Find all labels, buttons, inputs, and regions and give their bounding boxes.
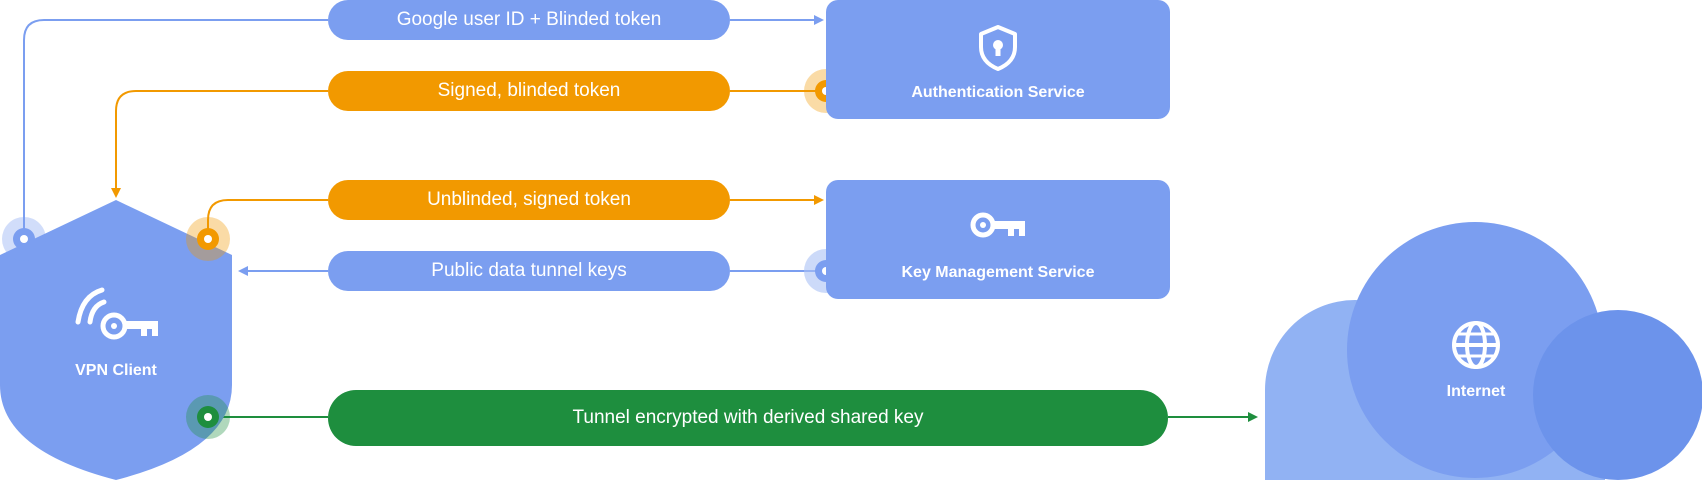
message-user-id-blinded-token: Google user ID + Blinded token — [328, 0, 730, 40]
globe-icon — [1451, 320, 1501, 375]
connector-unblinded — [207, 199, 328, 238]
endpoint-client-blue — [2, 217, 46, 261]
wireless-key-icon — [74, 284, 160, 351]
key-management-service-box: Key Management Service — [826, 180, 1170, 299]
key-management-service-label: Key Management Service — [901, 264, 1095, 281]
vpn-client-label: VPN Client — [75, 362, 157, 379]
message-signed-blinded-token: Signed, blinded token — [328, 71, 730, 111]
endpoint-client-orange — [186, 217, 230, 261]
shield-lock-icon — [976, 24, 1020, 77]
internet-cloud — [1265, 222, 1702, 480]
key-icon — [969, 208, 1029, 247]
authentication-service-label: Authentication Service — [911, 84, 1085, 101]
vpn-client-shield — [0, 200, 232, 480]
internet-label: Internet — [1446, 383, 1506, 400]
endpoint-client-green — [186, 395, 230, 439]
message-encrypted-tunnel: Tunnel encrypted with derived shared key — [328, 390, 1168, 446]
message-unblinded-signed-token: Unblinded, signed token — [328, 180, 730, 220]
authentication-service-box: Authentication Service — [826, 0, 1170, 119]
connector-user-id — [23, 19, 328, 237]
message-public-tunnel-keys: Public data tunnel keys — [328, 251, 730, 291]
connector-signed-blinded-to-client — [111, 90, 328, 198]
